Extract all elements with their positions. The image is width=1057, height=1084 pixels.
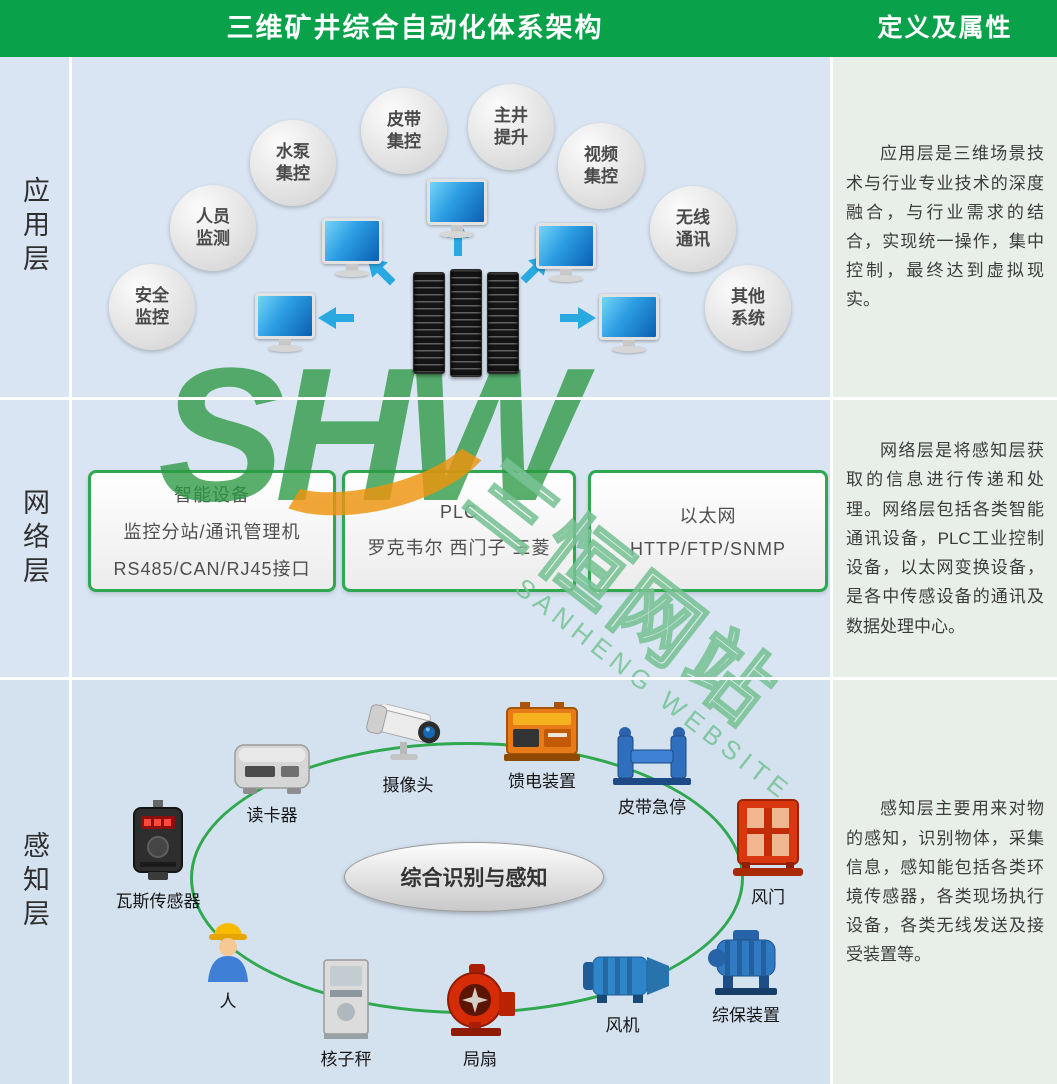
application-definition-text: 应用层是三维场景技术与行业专业技术的深度融合，与行业需求的结合，实现统一操作，集… — [846, 144, 1044, 310]
device-label: 馈电装置 — [508, 772, 576, 791]
app-bubble-label: 主井提升 — [494, 105, 528, 147]
feeder-icon — [504, 702, 580, 761]
device-label: 皮带急停 — [618, 798, 686, 817]
device-nuclear-scale: 核子秤 — [311, 958, 381, 1070]
device-label: 核子秤 — [320, 1050, 372, 1069]
app-bubble-belt-control: 皮带集控 — [361, 88, 447, 174]
app-bubble-shaft-hoist: 主井提升 — [468, 84, 554, 170]
app-bubble-label: 安全监控 — [135, 285, 169, 327]
arrow-right-icon — [560, 306, 596, 330]
air-door-icon — [733, 799, 803, 876]
device-label: 局扇 — [463, 1050, 497, 1069]
perception-definition-panel: 感知层主要用来对物的感知，识别物体，采集信息，感知能包括各类环境传感器，各类现场… — [833, 680, 1057, 1084]
device-local-fan: 局扇 — [440, 964, 520, 1070]
arrow-up-left-icon — [359, 249, 401, 291]
application-definition-panel: 应用层是三维场景技术与行业专业技术的深度融合，与行业需求的结合，实现统一操作，集… — [833, 57, 1057, 397]
device-person: 人 — [198, 916, 258, 1012]
app-bubble-label: 其他系统 — [731, 286, 765, 328]
device-label: 人 — [219, 992, 237, 1011]
app-bubble-label: 人员监测 — [196, 206, 230, 248]
monitor-icon — [535, 223, 597, 282]
device-label: 风机 — [605, 1016, 640, 1035]
header-bar: 三维矿井综合自动化体系架构 定义及属性 — [0, 0, 1057, 57]
perception-layer-label: 感知层 — [0, 680, 69, 1084]
network-layer-label-text: 网络层 — [19, 487, 49, 590]
definitions-column-title: 定义及属性 — [877, 14, 1013, 42]
network-box-plc: PLC 罗克韦尔 西门子 三菱 — [342, 470, 576, 592]
device-air-door: 风门 — [728, 798, 808, 908]
divider-vertical-right — [830, 0, 833, 1084]
network-definition-panel: 网络层是将感知层获取的信息进行传递和处理。网络层包括各类智能通讯设备，PLC工业… — [833, 400, 1057, 677]
monitor-icon — [321, 218, 383, 277]
page-title: 三维矿井综合自动化体系架构 — [226, 13, 604, 43]
app-bubble-personnel-monitoring: 人员监测 — [170, 185, 256, 271]
local-fan-icon — [447, 964, 515, 1036]
network-box-smart-devices: 智能设备 监控分站/通讯管理机 RS485/CAN/RJ45接口 — [88, 470, 336, 592]
network-box-line: 监控分站/通讯管理机 — [123, 522, 301, 542]
app-bubble-safety-monitoring: 安全监控 — [109, 264, 195, 350]
divider-horizontal-1 — [0, 397, 1057, 400]
app-bubble-wireless-comm: 无线通讯 — [650, 186, 736, 272]
network-box-line: HTTP/FTP/SNMP — [630, 539, 786, 559]
belt-stop-icon — [613, 727, 691, 785]
protection-device-icon — [708, 930, 777, 995]
arrow-left-icon — [318, 306, 354, 330]
device-card-reader: 读卡器 — [227, 740, 317, 826]
perception-definition-text: 感知层主要用来对物的感知，识别物体，采集信息，感知能包括各类环境传感器，各类现场… — [846, 799, 1044, 965]
device-label: 摄像头 — [382, 776, 434, 795]
app-bubble-pump-control: 水泵集控 — [250, 120, 336, 206]
application-layer-label-text: 应用层 — [19, 176, 49, 278]
device-label: 风门 — [751, 888, 785, 907]
app-bubble-label: 皮带集控 — [387, 109, 421, 151]
perception-center-ellipse: 综合识别与感知 — [344, 842, 604, 912]
application-layer-label: 应用层 — [0, 57, 69, 397]
person-icon — [208, 923, 248, 982]
device-feeder: 馈电装置 — [497, 702, 587, 792]
app-bubble-label: 无线通讯 — [676, 207, 710, 249]
gas-sensor-icon — [133, 800, 183, 880]
app-bubble-video-control: 视频集控 — [558, 123, 644, 209]
network-box-line: RS485/CAN/RJ45接口 — [113, 559, 311, 579]
card-reader-icon — [234, 744, 310, 794]
network-definition-text: 网络层是将感知层获取的信息进行传递和处理。网络层包括各类智能通讯设备，PLC工业… — [846, 441, 1044, 636]
monitor-icon — [426, 179, 488, 238]
nuclear-scale-icon — [323, 959, 369, 1039]
device-label: 读卡器 — [246, 806, 298, 825]
device-label: 瓦斯传感器 — [115, 892, 201, 911]
network-box-ethernet: 以太网 HTTP/FTP/SNMP — [588, 470, 828, 592]
perception-layer-label-text: 感知层 — [19, 831, 49, 933]
app-bubble-other-systems: 其他系统 — [705, 265, 791, 351]
monitor-icon — [598, 294, 660, 353]
divider-horizontal-2 — [0, 677, 1057, 680]
server-rack-icon — [413, 269, 519, 377]
camera-icon — [366, 704, 441, 760]
divider-vertical-left — [69, 57, 72, 1084]
app-bubble-label: 视频集控 — [584, 144, 618, 186]
network-box-line: 智能设备 — [174, 485, 250, 505]
network-box-line: 罗克韦尔 西门子 三菱 — [367, 538, 551, 558]
device-protection: 综保装置 — [701, 930, 791, 1026]
network-layer-label: 网络层 — [0, 400, 69, 677]
device-fan: 风机 — [575, 950, 670, 1036]
network-box-line: 以太网 — [679, 506, 737, 526]
network-box-line: PLC — [439, 502, 478, 522]
device-belt-stop: 皮带急停 — [607, 726, 697, 818]
device-camera: 摄像头 — [363, 704, 453, 796]
device-gas-sensor: 瓦斯传感器 — [103, 800, 213, 912]
device-label: 综保装置 — [712, 1006, 780, 1025]
monitor-icon — [254, 293, 316, 352]
app-bubble-label: 水泵集控 — [276, 141, 310, 183]
fan-icon — [582, 956, 669, 1003]
